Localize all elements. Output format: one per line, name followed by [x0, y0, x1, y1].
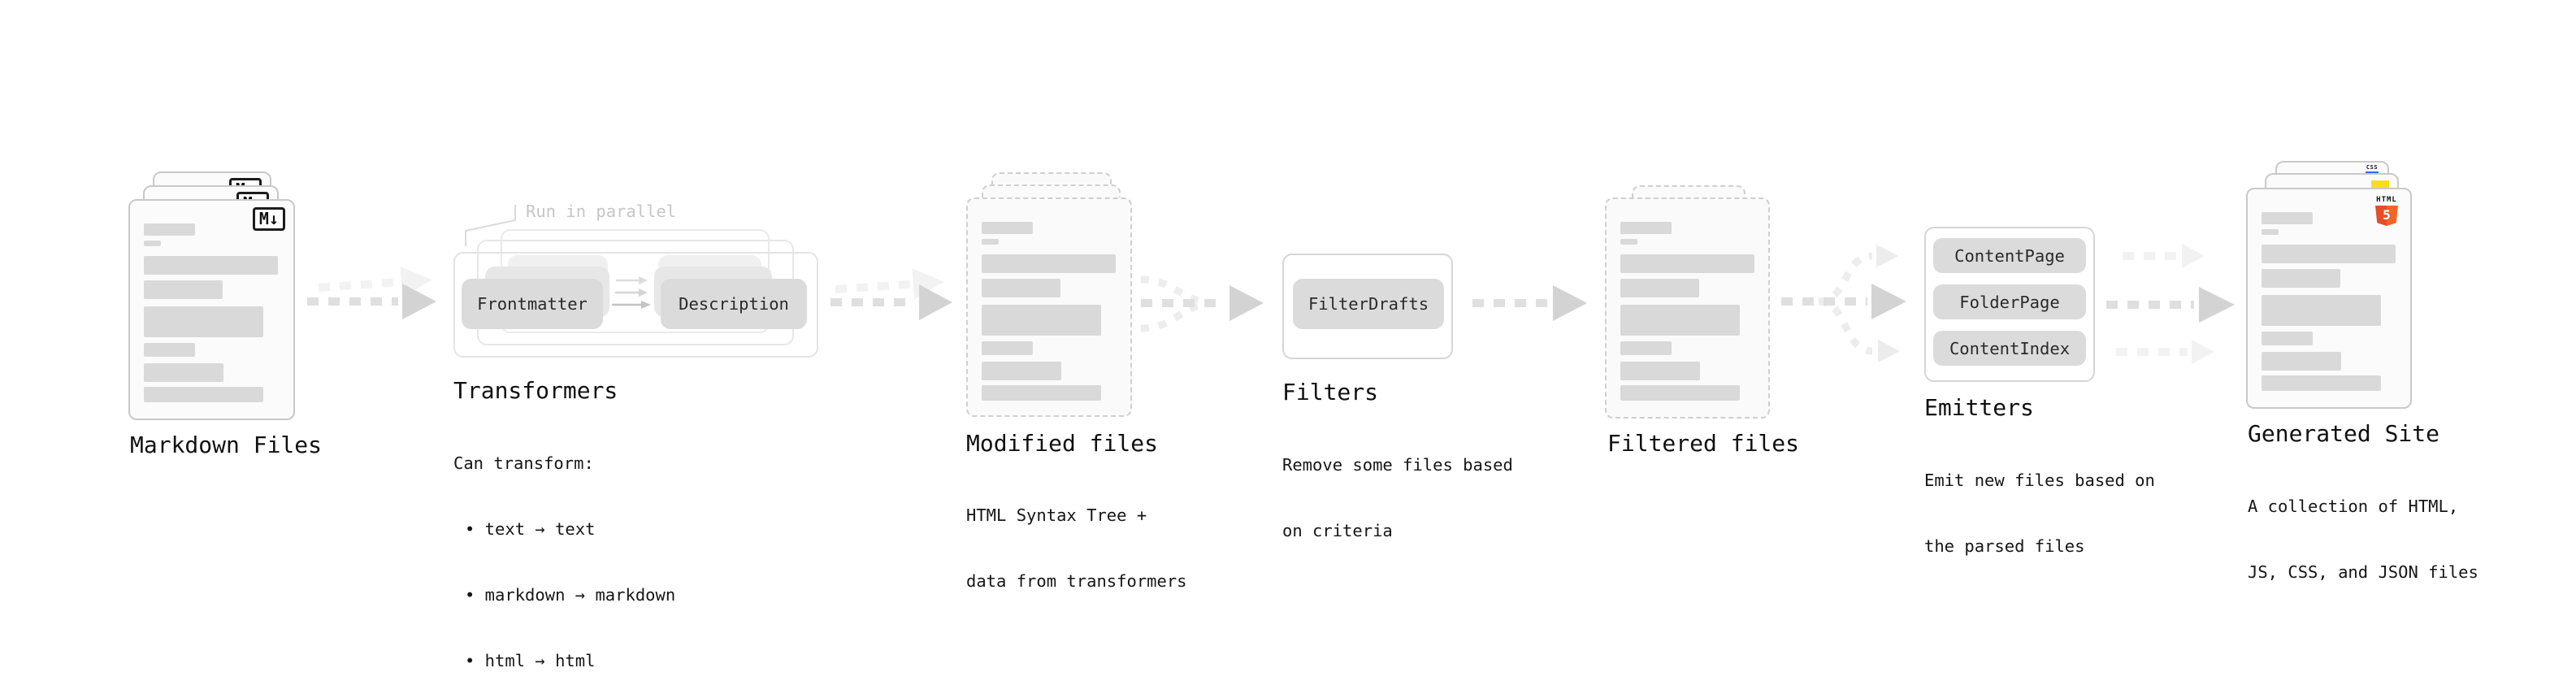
placeholder-bar: [982, 385, 1101, 401]
caption-bullet: • html → html: [465, 651, 596, 670]
filterdrafts-pill: FilterDrafts: [1293, 279, 1444, 329]
run-in-parallel-annotation: Run in parallel: [526, 202, 677, 221]
modified-file-card-front: [966, 197, 1132, 417]
placeholder-bar: [144, 256, 278, 275]
generated-site-label: Generated Site: [2248, 420, 2440, 447]
filters-label: Filters: [1282, 379, 1379, 406]
caption-line: data from transformers: [966, 571, 1187, 591]
html5-icon-text: HTML: [2376, 196, 2397, 204]
placeholder-text-lines: [144, 223, 280, 402]
placeholder-bar: [1620, 305, 1740, 336]
caption-line: JS, CSS, and JSON files: [2248, 562, 2478, 582]
placeholder-bar: [982, 222, 1033, 234]
html5-icon-shield: 5: [2375, 206, 2398, 226]
placeholder-bar: [982, 254, 1116, 273]
placeholder-bar: [144, 343, 195, 357]
css-icon-bar: [2366, 171, 2379, 174]
placeholder-bar: [1620, 279, 1699, 297]
placeholder-bar: [2262, 295, 2381, 326]
arrow-emitters-to-generated: [2106, 244, 2235, 364]
placeholder-bar: [2262, 229, 2279, 235]
arrow-transformers-to-modified: [830, 268, 952, 320]
caption-line: A collection of HTML,: [2248, 497, 2459, 516]
markdown-icon: M↓: [252, 207, 285, 231]
placeholder-bar: [2262, 375, 2381, 391]
placeholder-bar: [1620, 341, 1672, 355]
placeholder-bar: [1620, 362, 1700, 380]
placeholder-bar: [144, 363, 223, 382]
folderpage-pill: FolderPage: [1933, 284, 2086, 319]
arrow-modified-to-filters: [1140, 275, 1264, 332]
placeholder-bar: [144, 306, 263, 337]
placeholder-text-lines: [982, 222, 1117, 401]
arrow-markdown-to-transformers: [307, 266, 436, 319]
placeholder-bar: [1620, 222, 1672, 234]
placeholder-bar: [1620, 239, 1637, 245]
contentindex-pill: ContentIndex: [1933, 331, 2086, 366]
frontmatter-pill: Frontmatter: [462, 279, 603, 329]
placeholder-bar: [982, 239, 999, 245]
filtered-files-stack: [1605, 185, 1770, 419]
generated-file-card-front: HTML 5: [2246, 188, 2412, 409]
placeholder-bar: [2262, 352, 2341, 371]
caption-line: Can transform:: [453, 453, 594, 473]
transformers-caption: Can transform: • text → text • markdown …: [453, 409, 675, 681]
placeholder-text-lines: [2262, 212, 2396, 391]
placeholder-bar: [982, 305, 1101, 336]
placeholder-bar: [2262, 245, 2396, 263]
arrow-filters-to-filtered: [1472, 285, 1587, 321]
placeholder-bar: [144, 223, 195, 236]
caption-bullet: • text → text: [465, 519, 596, 539]
generated-site-stack: CSS HTML 5: [2246, 161, 2412, 409]
modified-files-label: Modified files: [966, 430, 1159, 457]
modified-files-stack: [966, 172, 1132, 417]
placeholder-bar: [2262, 332, 2313, 345]
placeholder-bar: [144, 241, 161, 246]
filtered-file-card-front: [1605, 197, 1770, 419]
js-icon: [2371, 180, 2389, 189]
modified-files-caption: HTML Syntax Tree + data from transformer…: [966, 461, 1187, 636]
caption-bullet: • markdown → markdown: [465, 585, 676, 605]
css-icon: CSS: [2365, 165, 2379, 174]
css-icon-text: CSS: [2366, 164, 2379, 171]
contentpage-pill: ContentPage: [1933, 238, 2086, 273]
placeholder-bar: [1620, 385, 1740, 401]
placeholder-bar: [2262, 269, 2340, 288]
placeholder-bar: [2262, 212, 2313, 224]
placeholder-bar: [1620, 254, 1754, 273]
filters-caption: Remove some files based on criteria: [1282, 410, 1513, 586]
html5-icon: HTML 5: [2373, 196, 2400, 226]
caption-line: on criteria: [1282, 521, 1393, 540]
emitters-label: Emitters: [1924, 394, 2034, 421]
placeholder-bar: [144, 387, 263, 402]
arrow-filtered-to-emitters: [1781, 245, 1906, 362]
markdown-file-card-front: M↓: [128, 199, 295, 420]
caption-line: HTML Syntax Tree +: [966, 505, 1147, 525]
caption-line: Emit new files based on: [1924, 471, 2155, 490]
placeholder-bar: [982, 362, 1061, 380]
caption-line: Remove some files based: [1282, 455, 1513, 475]
transformers-label: Transformers: [453, 377, 618, 404]
markdown-files-label: Markdown Files: [130, 432, 323, 458]
markdown-files-stack: M↓ M↓ M↓: [128, 171, 295, 420]
caption-line: the parsed files: [1924, 536, 2085, 556]
placeholder-text-lines: [1620, 222, 1754, 401]
placeholder-bar: [982, 341, 1033, 355]
emitters-caption: Emit new files based on the parsed files: [1924, 426, 2155, 601]
placeholder-bar: [982, 279, 1060, 297]
description-pill: Description: [661, 279, 807, 329]
filtered-files-label: Filtered files: [1607, 430, 1800, 457]
generated-site-caption: A collection of HTML, JS, CSS, and JSON …: [2248, 452, 2478, 627]
transformers-frame-front: [453, 252, 818, 358]
placeholder-bar: [144, 280, 223, 299]
